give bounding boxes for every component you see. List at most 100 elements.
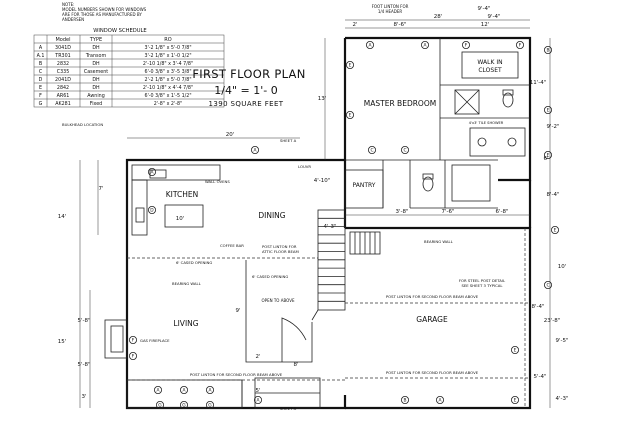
note-post-second: POST LINTON FOR SECOND FLOOR BEAM ABOVE: [190, 372, 283, 377]
window-tag: E: [551, 225, 560, 234]
ws-cell: 2'-10 1/8" x 3'-4 7/8": [143, 61, 193, 67]
window-tag: E: [544, 106, 553, 115]
note-sheet-a: SHEET A: [280, 406, 297, 411]
title-block: FIRST FLOOR PLAN 1/4" = 1'- 0 1390 SQUAR…: [192, 67, 305, 108]
ws-cell: DH: [92, 61, 100, 67]
ws-cell: Transom: [85, 53, 107, 59]
window-tag-letter: C: [403, 148, 406, 154]
window-tag-letter: F: [132, 338, 135, 344]
window-tag: D: [147, 205, 156, 214]
ws-cell: 6'-0 3/8" x 1'-5 1/2": [144, 93, 191, 99]
window-tag: A: [153, 385, 162, 394]
window-tag-letter: D: [150, 208, 154, 214]
dim-label: 13': [318, 96, 327, 102]
window-tag: A: [365, 41, 374, 50]
dim-label: 5'-4": [533, 374, 546, 380]
window-tag-letter: E: [349, 113, 352, 119]
note-post-attic: ATTIC FLOOR BEAM: [262, 249, 299, 254]
room-living: LIVING: [173, 319, 198, 328]
dim-label: 2': [255, 354, 260, 360]
ws-cell: G: [39, 101, 43, 107]
dim-label: 20': [226, 132, 235, 138]
dim-label: 10': [176, 216, 185, 222]
plan-area: 1390 SQUARE FEET: [209, 100, 284, 108]
ws-cell: 2832: [57, 61, 69, 67]
window-tag: B: [544, 46, 553, 55]
window-tag: G: [155, 400, 164, 409]
ws-cell: DH: [92, 77, 100, 83]
dim-label: 11'-4": [530, 80, 547, 86]
window-tag: F: [128, 351, 137, 360]
window-tag: A: [253, 395, 262, 404]
annotations: FOOT LINTON FOR 1/4 HEADER BULKHEAD LOCA…: [62, 4, 506, 411]
window-tag-letter: E: [554, 228, 557, 234]
dim-label: 9'-4": [487, 14, 500, 20]
dim-label: 8'-4": [546, 192, 559, 198]
ws-cell: DH: [92, 85, 100, 91]
note-coffee-bar: COFFEE BAR: [220, 243, 244, 248]
ws-cell: 2842: [57, 85, 69, 91]
dim-label: 6': [543, 156, 548, 162]
ws-cell: 2'-8" x 2'-8": [154, 101, 183, 107]
dim-label: 10': [558, 264, 567, 270]
ws-header-ro: RO: [164, 37, 171, 43]
window-tag-letter: A: [208, 388, 211, 394]
window-tag: B: [400, 395, 409, 404]
note-line: ANDERSEN: [62, 17, 84, 22]
room-garage: GARAGE: [416, 315, 448, 324]
dim-label: 7'-6": [441, 209, 454, 215]
dim-label: 14': [58, 214, 67, 220]
plan-title: FIRST FLOOR PLAN: [192, 67, 305, 81]
ws-cell: TR301: [54, 53, 70, 59]
window-tag-letter: F: [465, 43, 468, 49]
dim-label: 23'-8": [544, 318, 561, 324]
dim-label: 28': [434, 14, 443, 20]
ws-cell: E: [39, 85, 42, 91]
window-tag-letter: E: [349, 63, 352, 69]
dim-label: 8': [293, 362, 298, 368]
window-tag: F: [516, 41, 525, 50]
ws-cell: Fixed: [90, 101, 102, 107]
dim-label: 8'-4": [531, 304, 544, 310]
window-tag: E: [345, 61, 354, 70]
window-tag: A: [250, 145, 259, 154]
note-post-second: POST LINTON FOR SECOND FLOOR BEAM ABOVE: [386, 294, 479, 299]
note-post-attic: POST LINTON FOR: [262, 244, 297, 249]
note-bearing-wall: BEARING WALL: [172, 281, 202, 286]
window-tag: A: [179, 385, 188, 394]
note-gas-fireplace: GAS FIREPLACE: [140, 338, 170, 343]
note-louver: LOUVR: [298, 164, 311, 169]
note-wall-oven: WALL OVENS: [205, 179, 230, 184]
room-pantry: PANTRY: [353, 182, 376, 189]
dim-label: 3': [81, 394, 86, 400]
dim-label: 6'-8": [495, 209, 508, 215]
dim-label: 4'-3": [323, 224, 336, 230]
window-tag: F: [461, 41, 470, 50]
interior-walls: [104, 38, 530, 409]
window-tag-letter: B: [403, 398, 406, 404]
window-tag: E: [544, 150, 553, 159]
ws-cell: AK281: [55, 101, 71, 107]
room-walk-in-closet: WALK IN: [477, 59, 502, 66]
window-tag-letter: A: [156, 388, 159, 394]
window-tag-letter: A: [438, 398, 441, 404]
note-open-to-above: OPEN TO ABOVE: [262, 298, 295, 303]
window-tag-letter: A: [253, 148, 256, 154]
ws-cell: 3'-2 1/8" x 1'-0 1/2": [144, 53, 191, 59]
note-line: MODEL NUMBERS SHOWN FOR WINDOWS: [62, 7, 147, 12]
window-tag: C: [367, 145, 376, 154]
window-tag-letter: G: [182, 403, 186, 409]
window-tag: G: [179, 400, 188, 409]
window-tag: G: [205, 400, 214, 409]
ws-cell: A: [39, 45, 43, 51]
note-cased-opening: 6' CASED OPENING: [252, 274, 288, 279]
ws-header-model: Model: [55, 37, 70, 43]
window-tag-letter: F: [519, 43, 522, 49]
ws-cell: 6'-0 3/8" x 3'-5 3/8": [144, 69, 191, 75]
ws-cell: C335: [57, 69, 70, 75]
note-line: NOTE:: [62, 2, 74, 7]
dim-label: 4'-3": [555, 396, 568, 402]
ws-cell: F: [39, 93, 42, 99]
